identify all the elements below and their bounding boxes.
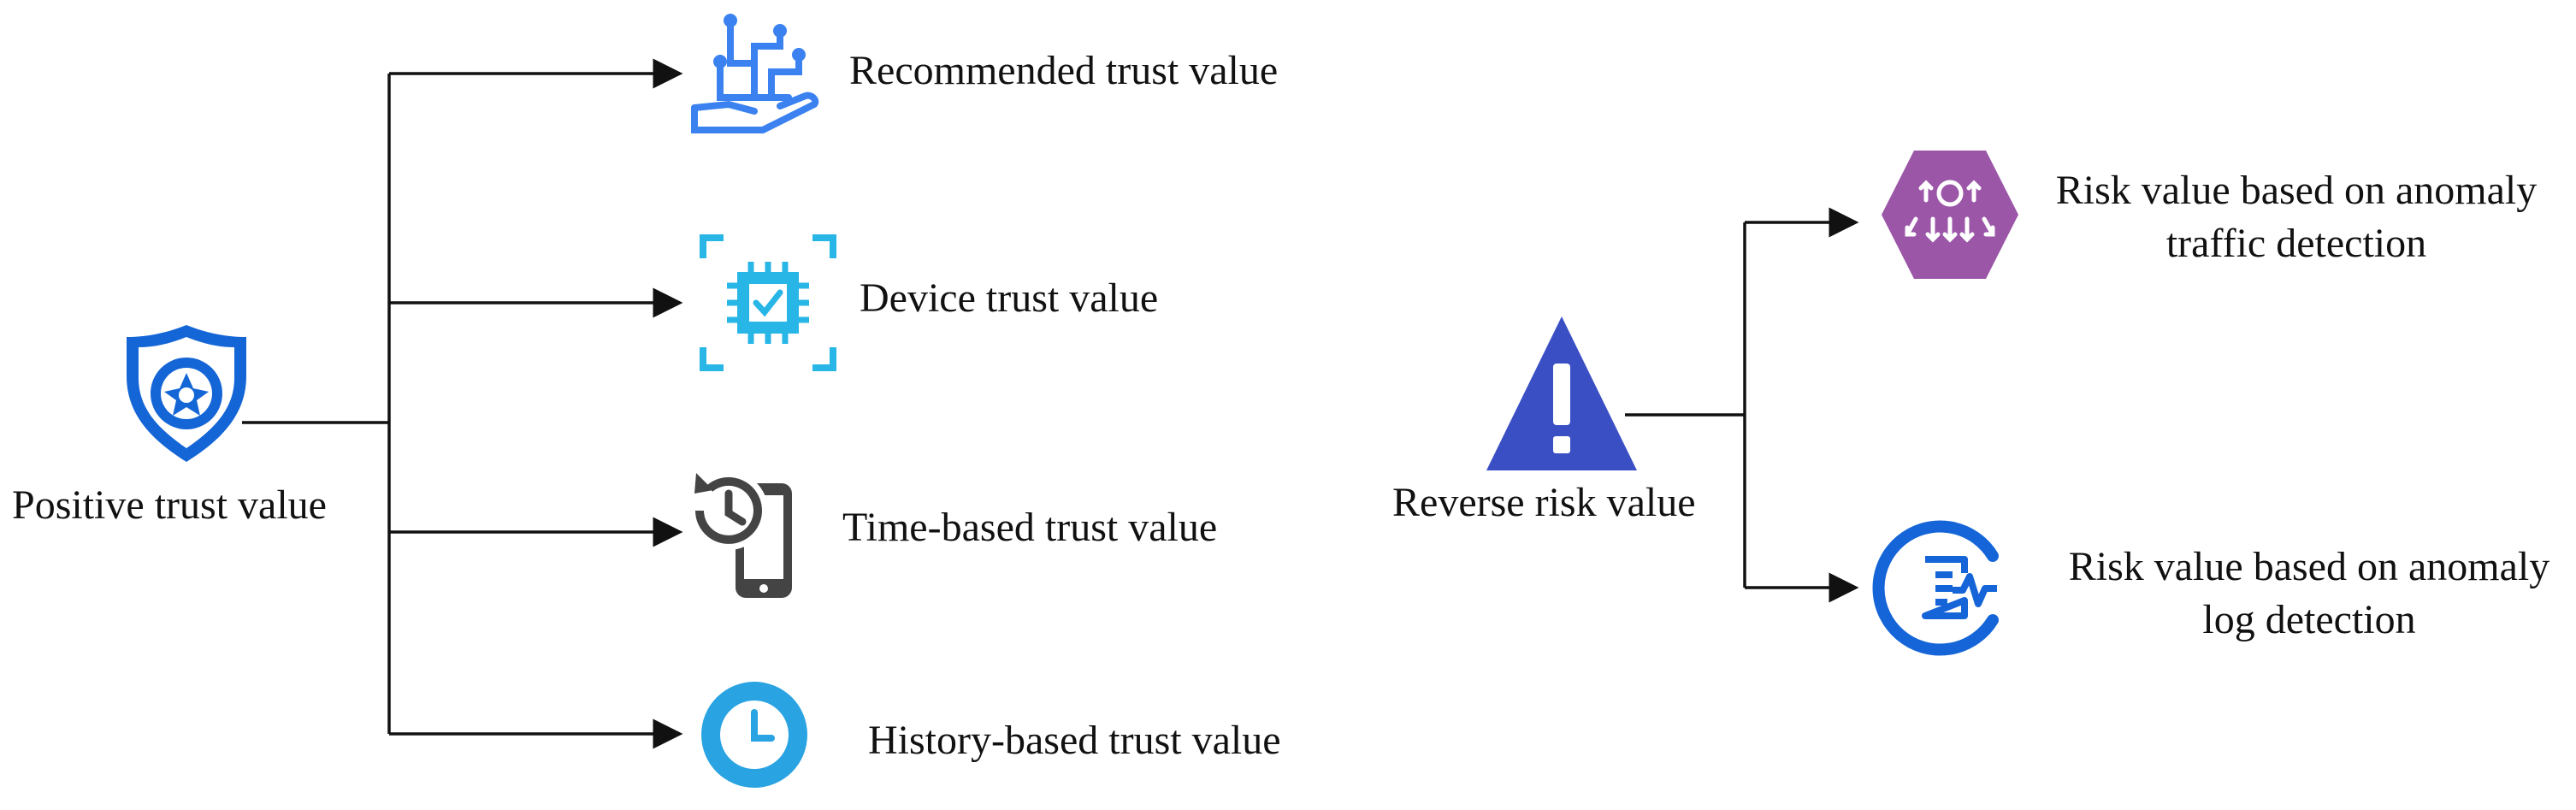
hand-data-icon bbox=[691, 14, 819, 133]
warning-triangle-icon bbox=[1486, 316, 1637, 470]
log-monitor-icon bbox=[1872, 520, 1999, 656]
left-connectors bbox=[242, 58, 683, 749]
device-trust-label: Device trust value bbox=[860, 275, 1159, 321]
traffic-risk-label-line2: traffic detection bbox=[2165, 221, 2427, 266]
log-risk-label-line2: log detection bbox=[2202, 597, 2416, 642]
chip-check-icon bbox=[700, 234, 836, 371]
phone-history-icon bbox=[689, 471, 792, 598]
traffic-risk-label-line1: Risk value based on anomaly bbox=[2055, 168, 2538, 213]
traffic-hexagon-icon bbox=[1882, 151, 2018, 279]
traffic-risk-label: Risk value based on anomaly traffic dete… bbox=[2031, 164, 2561, 270]
history-trust-label: History-based trust value bbox=[868, 718, 1281, 763]
right-connectors bbox=[1625, 207, 1859, 603]
shield-icon bbox=[127, 325, 246, 462]
positive-trust-label: Positive trust value bbox=[12, 482, 327, 528]
log-risk-label-line1: Risk value based on anomaly bbox=[2068, 544, 2550, 589]
reverse-risk-label: Reverse risk value bbox=[1392, 480, 1696, 525]
log-risk-label: Risk value based on anomaly log detectio… bbox=[2044, 541, 2574, 647]
clock-icon bbox=[701, 682, 807, 788]
time-trust-label: Time-based trust value bbox=[842, 505, 1218, 550]
recommended-trust-label: Recommended trust value bbox=[849, 48, 1279, 93]
